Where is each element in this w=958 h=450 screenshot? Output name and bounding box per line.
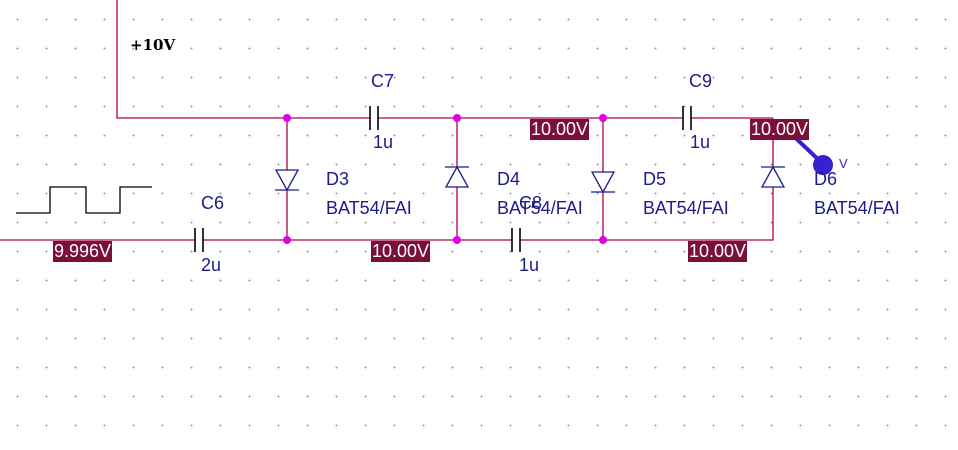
junction-dot: [283, 236, 291, 244]
voltage-label: 10.00V: [371, 241, 431, 262]
capacitor-c6-value[interactable]: 2u: [201, 255, 222, 275]
voltage-label: 9.996V: [53, 241, 113, 262]
diode-d5-symbol: [590, 171, 616, 194]
voltage-probe-label: V: [839, 156, 848, 171]
junction-dot: [599, 236, 607, 244]
diode-d6-model[interactable]: BAT54/FAI: [814, 198, 900, 218]
capacitor-c8-value[interactable]: 1u: [519, 255, 540, 275]
capacitor-c7-value[interactable]: 1u: [373, 132, 394, 152]
diode-d3-ref[interactable]: D3: [326, 169, 350, 189]
junction-dot: [453, 114, 461, 122]
voltage-label: 10.00V: [688, 241, 748, 262]
junction-dot: [453, 236, 461, 244]
capacitor-c6-symbol: [194, 228, 204, 252]
capacitor-c9-symbol: [682, 106, 692, 130]
capacitor-c7-ref[interactable]: C7: [371, 71, 395, 91]
diode-d3-symbol: [274, 169, 300, 192]
diode-d6-symbol: [760, 165, 786, 188]
rail-wire: [116, 0, 370, 119]
rail-label: +10V: [130, 36, 176, 54]
capacitor-c7-symbol: [369, 106, 379, 130]
diode-d3-model[interactable]: BAT54/FAI: [326, 198, 412, 218]
diode-d5-model[interactable]: BAT54/FAI: [643, 198, 729, 218]
diode-d4-ref[interactable]: D4: [497, 169, 521, 189]
capacitor-c9-ref[interactable]: C9: [689, 71, 713, 91]
junction-dot: [283, 114, 291, 122]
capacitor-c8-symbol: [511, 228, 521, 252]
capacitor-c6-ref[interactable]: C6: [201, 193, 225, 213]
voltage-label: 10.00V: [750, 119, 810, 140]
diode-d6-ref[interactable]: D6: [814, 169, 838, 189]
capacitor-c8-ref[interactable]: C8: [519, 193, 543, 213]
diode-d4-model[interactable]: BAT54/FAI: [497, 198, 583, 218]
capacitor-c9-value[interactable]: 1u: [690, 132, 711, 152]
junction-dot: [599, 114, 607, 122]
voltage-label: 10.00V: [530, 119, 590, 140]
diode-d4-symbol: [444, 165, 470, 188]
diode-d5-ref[interactable]: D5: [643, 169, 667, 189]
square-wave-icon: [16, 186, 152, 214]
